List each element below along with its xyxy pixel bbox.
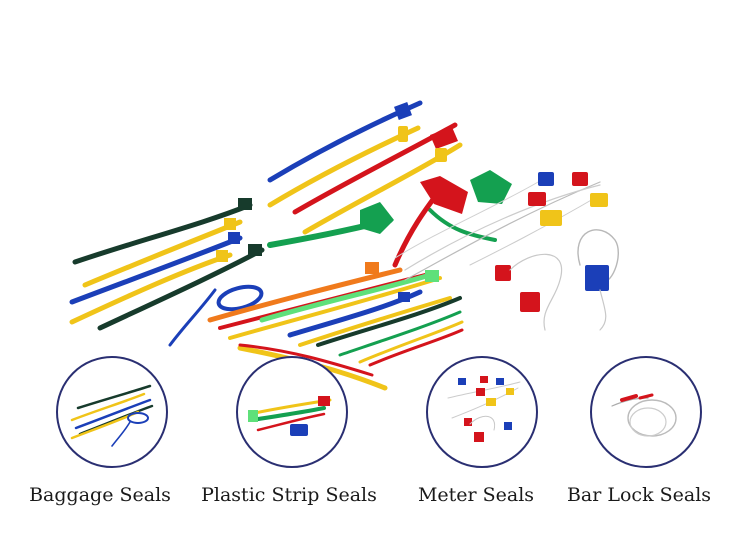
- meter-seals-image: [447, 376, 521, 442]
- meter-seals-thumbnail[interactable]: [426, 356, 538, 468]
- orange-strip-seal: [207, 267, 403, 323]
- bar-lock-seals-label[interactable]: Bar Lock Seals: [566, 484, 712, 506]
- red-meter-seal: [572, 172, 588, 186]
- blue-meter-seal: [538, 172, 554, 186]
- baggage-seals-label[interactable]: Baggage Seals: [29, 484, 171, 506]
- dark-green-baggage-seal: [72, 202, 253, 265]
- baggage-seals-image: [70, 384, 154, 447]
- plastic-strip-seals-image: [248, 396, 332, 436]
- blue-loop-seal: [216, 284, 264, 312]
- blue-baggage-seal: [69, 235, 243, 305]
- meter-seals-label[interactable]: Meter Seals: [417, 484, 535, 506]
- bar-lock-seals-thumbnail[interactable]: [590, 356, 702, 468]
- plastic-strip-seals-label[interactable]: Plastic Strip Seals: [201, 484, 377, 506]
- blue-bar-lock: [585, 265, 609, 291]
- baggage-seals-thumbnail[interactable]: [56, 356, 168, 468]
- bar-lock-seals-image: [611, 393, 677, 437]
- dark-green-baggage-seal-2: [97, 247, 265, 331]
- plastic-strip-seals-thumbnail[interactable]: [236, 356, 348, 468]
- yellow-meter-seal: [540, 210, 562, 226]
- yellow-baggage-seal: [82, 219, 243, 288]
- yellow-baggage-seal-2: [69, 252, 233, 325]
